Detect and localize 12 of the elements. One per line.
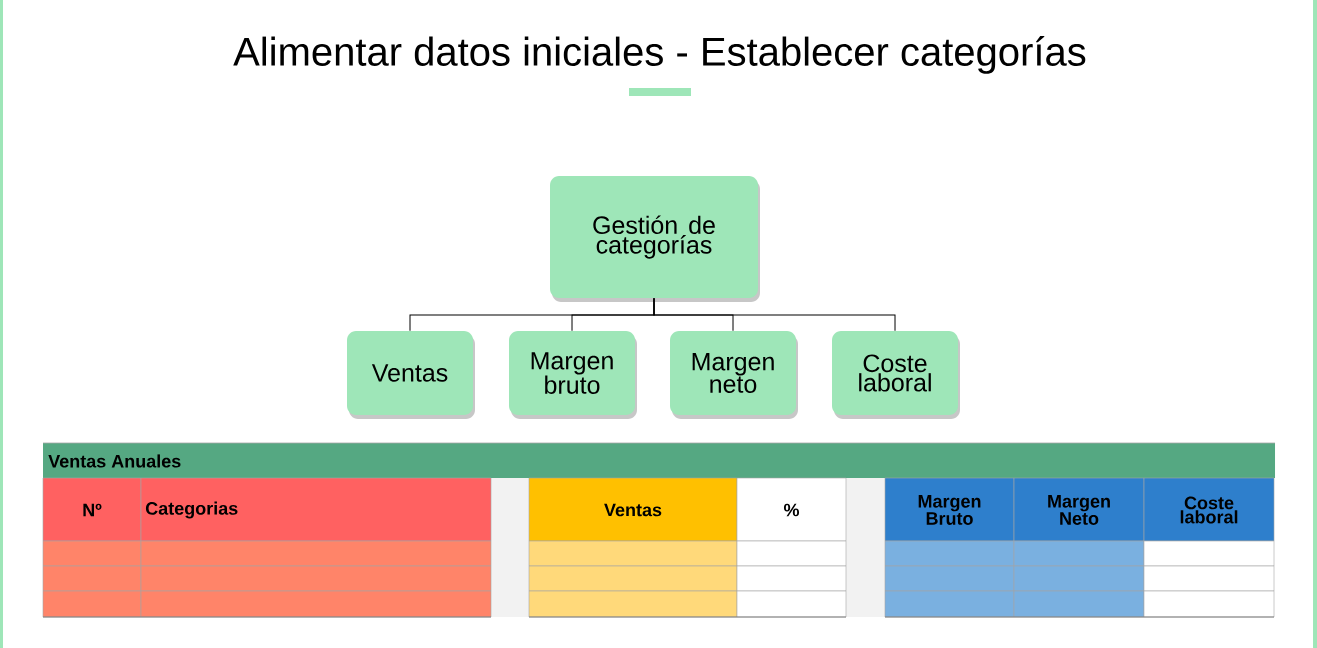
process-box: Gestión de categorías bbox=[550, 176, 760, 302]
table-header-cell: Coste laboral bbox=[1143, 477, 1275, 542]
title: Alimentar datos iniciales - Establecer categorías bbox=[233, 36, 1086, 74]
table-header-cell: Margen Bruto bbox=[884, 477, 1015, 542]
process-box: Coste laboral bbox=[832, 331, 960, 419]
process-box: Margen neto bbox=[670, 331, 798, 419]
table-header-cell: Nº bbox=[42, 477, 142, 542]
connector-line bbox=[653, 297, 896, 332]
process-box: Ventas bbox=[347, 331, 475, 419]
process-box: Margen bruto bbox=[509, 331, 637, 419]
table-header-cell: Ventas bbox=[528, 477, 738, 542]
table-header-cell: Margen Neto bbox=[1013, 477, 1145, 542]
